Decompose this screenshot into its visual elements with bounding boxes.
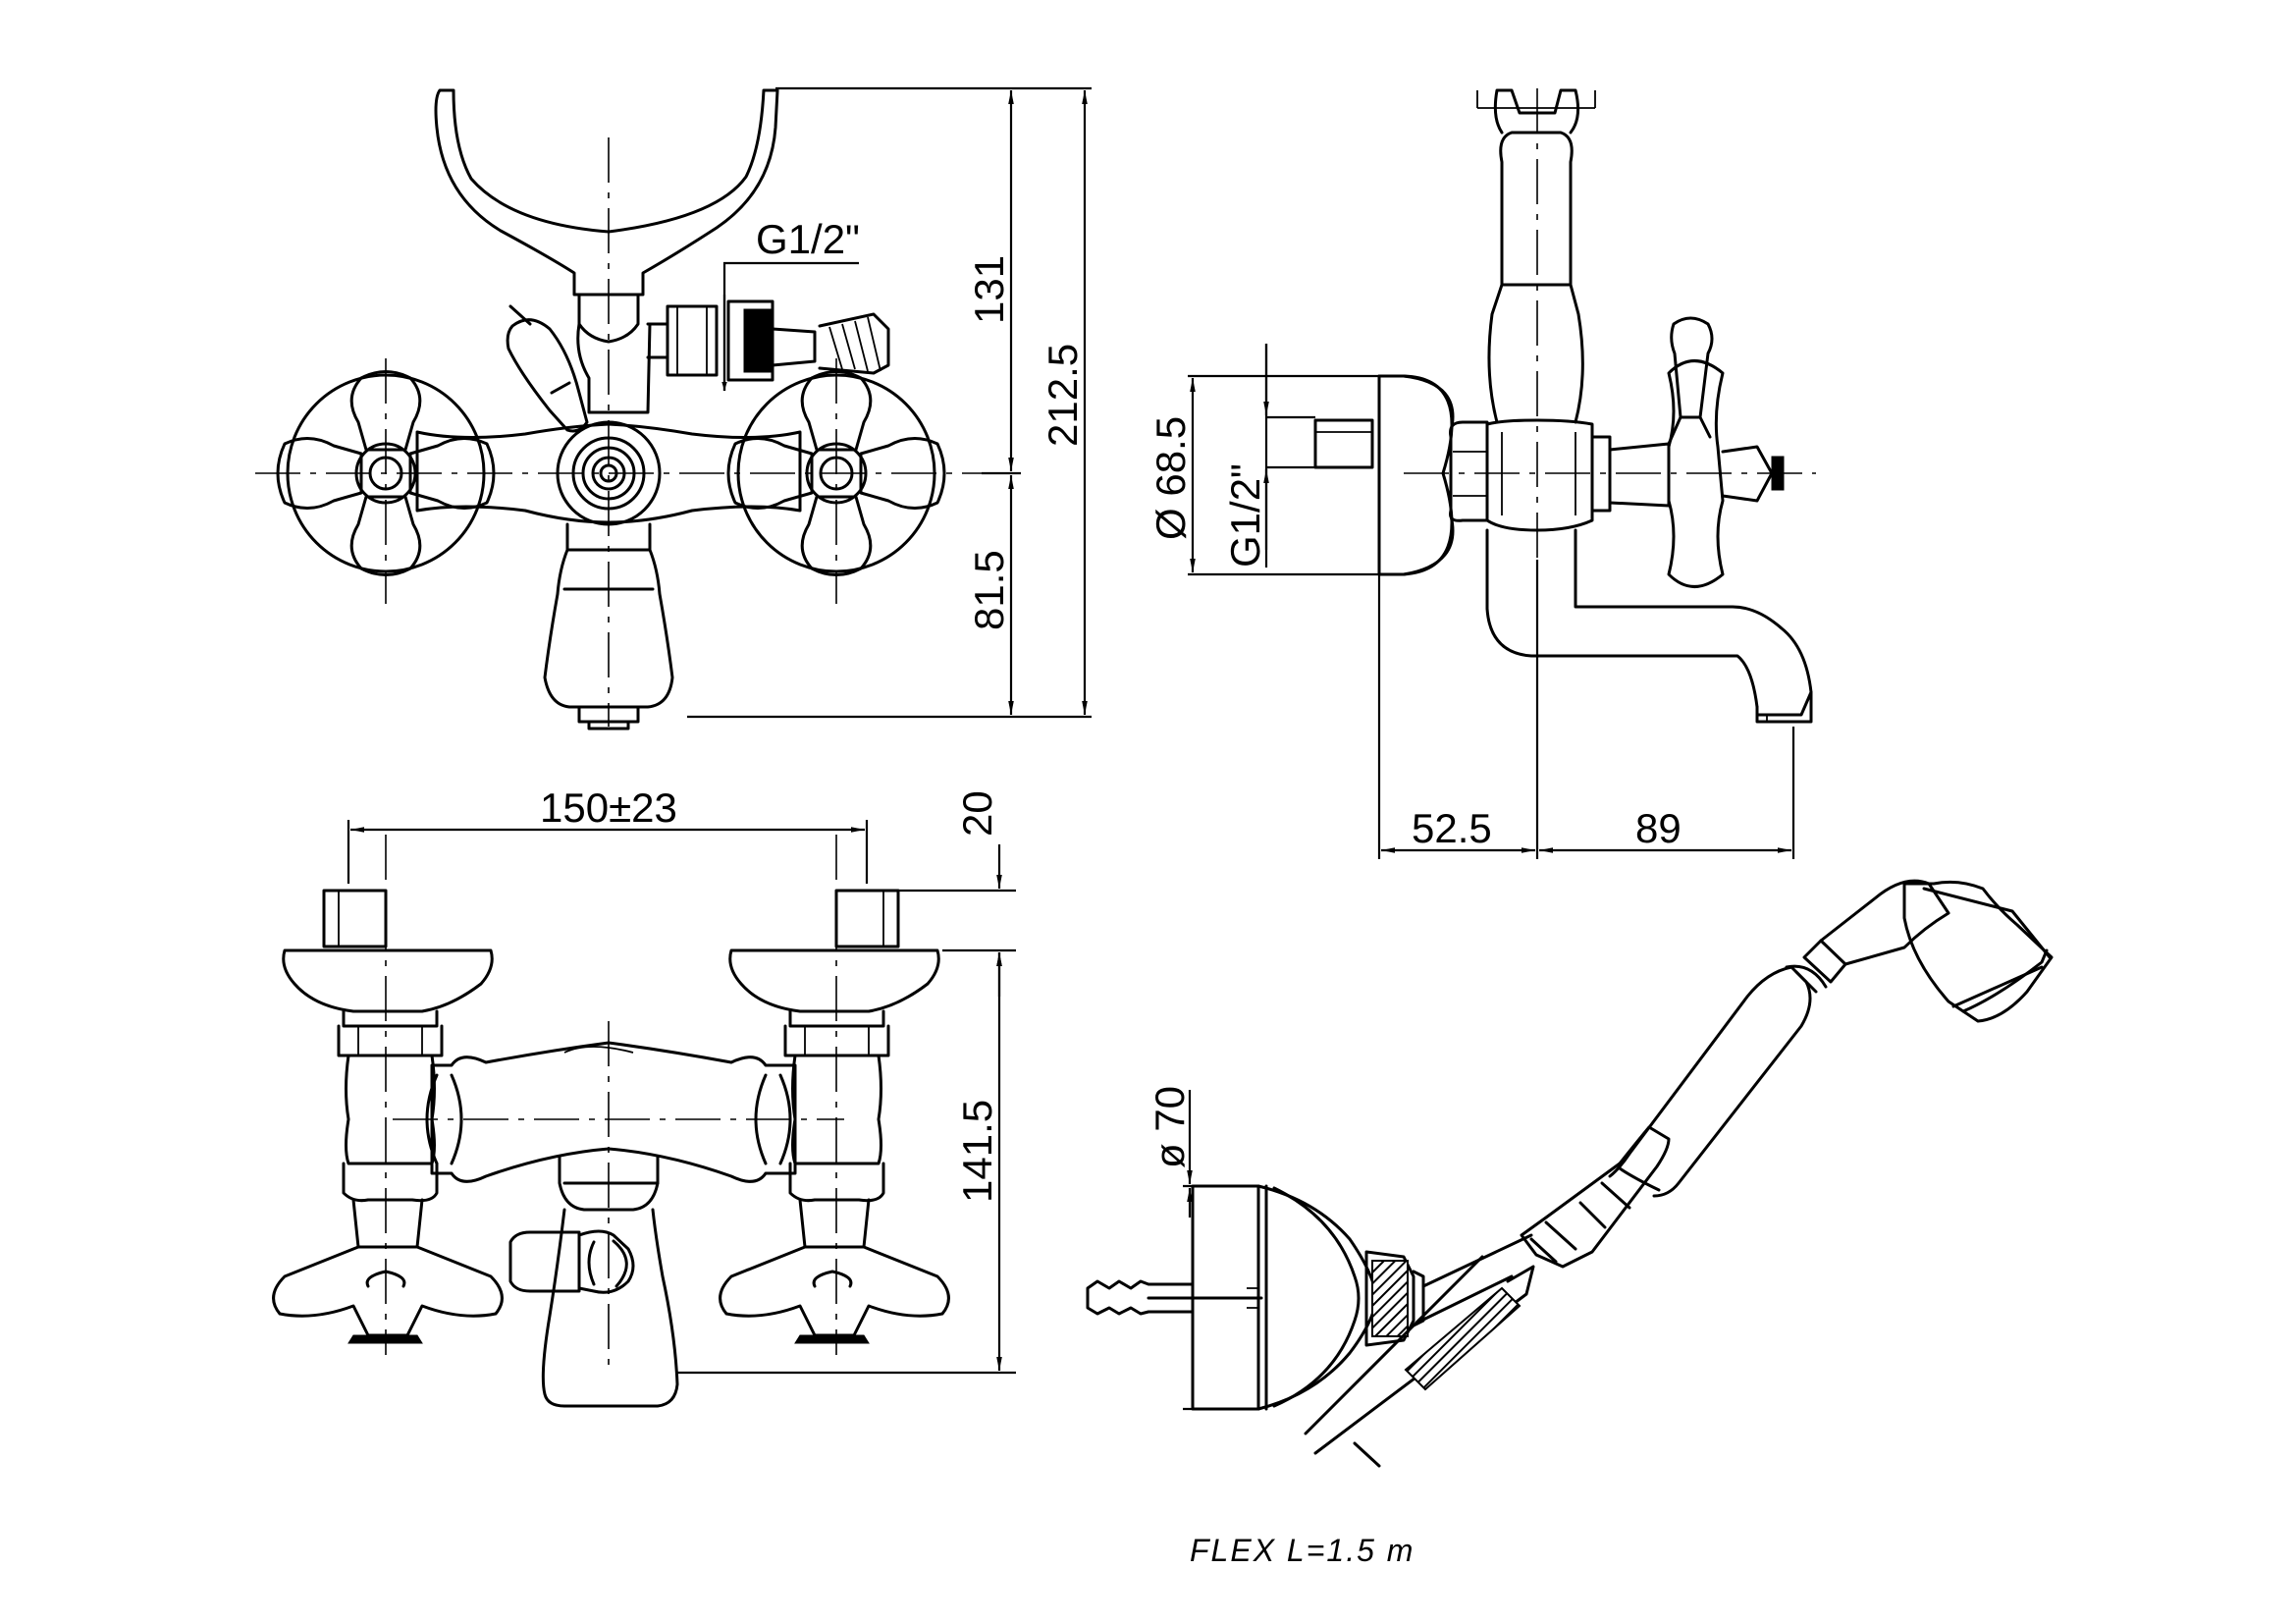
left-cross-handle (276, 370, 496, 576)
top-right-body (791, 1054, 882, 1165)
thread-top-label: G1/2" (756, 216, 860, 262)
top-left-body (345, 1054, 436, 1165)
inlet-thread (1313, 418, 1374, 469)
top-right-flange (728, 948, 940, 1013)
side-view: Ø 68.5 G1/2" 52.5 89 (1148, 88, 1816, 859)
dim-dia-68-5-label: Ø 68.5 (1148, 416, 1194, 540)
side-valve-cross (1667, 359, 1725, 588)
top-left-bonnet (342, 1162, 439, 1203)
handset-neck (1819, 879, 1950, 966)
top-left-inlet (322, 889, 388, 948)
handset-ring (1802, 939, 1847, 984)
right-cross-handle (726, 370, 946, 576)
hose-barb (1086, 1279, 1195, 1316)
top-left-handle (272, 1245, 504, 1337)
side-nut-left (1449, 420, 1489, 522)
shower-head (1902, 880, 2054, 1023)
diverter-body (576, 322, 652, 414)
dim-dia-70-label: ø 70 (1147, 1086, 1193, 1168)
top-right-nut (783, 1024, 890, 1057)
front-view: G1/2" 131 212.5 81.5 (255, 86, 1092, 731)
dim-141-5-label: 141.5 (954, 1100, 1000, 1203)
holder-stem (577, 293, 640, 344)
top-left-nut (337, 1024, 444, 1057)
center-knob-outer (556, 420, 662, 526)
handset-body (1520, 1125, 1671, 1269)
right-handle-rosette (736, 373, 936, 573)
hand-shower-view: ø 70 (1086, 879, 2054, 1468)
front-spout (543, 522, 674, 709)
top-left-valve (272, 889, 504, 1344)
dim-89-label: 89 (1635, 805, 1682, 851)
top-body-bar (430, 1041, 797, 1183)
thread-side-label: G1/2" (1222, 463, 1268, 568)
hose-end (818, 312, 890, 375)
side-body (1485, 418, 1594, 532)
side-holder (1487, 131, 1584, 424)
top-diverter-knob (508, 1230, 581, 1293)
top-right-bonnet (788, 1162, 885, 1203)
diverter-lever (506, 318, 589, 433)
handset-grip (1608, 965, 1812, 1198)
left-handle-rosette (286, 373, 486, 573)
side-valve-bonnet (1608, 442, 1671, 508)
hose-connector (771, 327, 817, 367)
dim-81-5-label: 81.5 (966, 550, 1012, 630)
side-lever (1670, 316, 1714, 419)
top-right-handle (719, 1245, 950, 1337)
dim-20-label: 20 (954, 790, 1000, 837)
body-bar (415, 422, 802, 524)
dim-52-5-label: 52.5 (1412, 805, 1492, 851)
shower-holder (434, 88, 779, 297)
top-right-valve (719, 889, 950, 1344)
hose-nut (726, 299, 774, 382)
dim-212-5-label: 212.5 (1040, 344, 1086, 447)
top-spout (541, 1155, 679, 1408)
dim-131-label: 131 (966, 255, 1012, 324)
flex-length-note: FLEX L=1.5 m (1190, 1533, 1415, 1568)
outlet-knurled-nut (1364, 1250, 1415, 1347)
wall-flange (1377, 374, 1454, 576)
dim-spacing-label: 150±23 (540, 785, 677, 831)
outlet-nut (666, 304, 719, 377)
top-right-inlet (834, 889, 900, 948)
top-view: 150±23 20 141.5 (272, 785, 1016, 1408)
side-spout (1485, 528, 1813, 717)
center-knob-ring (571, 436, 646, 511)
spiral-hose-section (1404, 1286, 1522, 1391)
side-holder-fork (1493, 88, 1580, 135)
top-left-flange (282, 948, 494, 1013)
